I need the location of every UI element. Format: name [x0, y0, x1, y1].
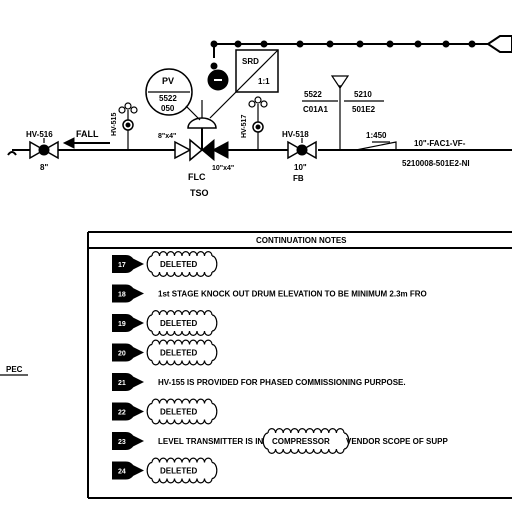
continuation-notes-table: CONTINUATION NOTES [87, 231, 512, 499]
offpage-connector[interactable] [486, 35, 512, 53]
fall-label: FALL [76, 129, 99, 139]
note-number: 17 [118, 262, 126, 269]
note-number-tag: 17 [112, 255, 144, 273]
revision-cloud [146, 457, 218, 484]
note-number-tag: 24 [112, 461, 144, 480]
hv-516-tag: HV-516 [26, 130, 53, 139]
valve-size-left: 8"x4" [158, 133, 176, 140]
line-number: 10"-FAC1-VF- 5210008-501E2-NI [402, 139, 470, 168]
note-text: 1st STAGE KNOCK OUT DRUM ELEVATION TO BE… [158, 290, 427, 299]
hv-516-valve[interactable]: HV-516 8" [26, 130, 59, 172]
note-number: 20 [118, 351, 126, 358]
note-row: 22 DELETED [112, 398, 218, 425]
line-number-1: 10"-FAC1-VF- [414, 139, 466, 148]
pv-instrument-bubble[interactable]: PV 5522 050 [145, 68, 201, 121]
hv-515-valve[interactable]: HV-515 [111, 102, 138, 150]
note-row: 21 HV-155 IS PROVIDED FOR PHASED COMMISSI… [112, 373, 406, 391]
note-number-tag: 18 [112, 284, 144, 303]
note-number: 24 [118, 469, 126, 476]
srd-box[interactable]: SRD 1:1 [209, 49, 279, 119]
revision-cloud [146, 251, 218, 277]
srd-ratio: 1:1 [258, 77, 270, 86]
slope-label: 1:450 [366, 131, 387, 140]
inst-right-top: 5210 [354, 90, 372, 99]
note-number: 23 [118, 439, 126, 446]
hv-517-valve[interactable]: HV-517 [241, 96, 268, 150]
inst-left-top: 5522 [304, 90, 322, 99]
note-number-tag: 23 [112, 432, 144, 450]
revision-cloud [146, 398, 218, 425]
flc-label: FLC [188, 172, 206, 182]
note-row: 18 1st STAGE KNOCK OUT DRUM ELEVATION TO … [112, 284, 427, 303]
note-text-after: VENDOR SCOPE OF SUPP [346, 437, 448, 446]
inst-right-bottom: 501E2 [352, 105, 376, 114]
note-row: 19 DELETED [112, 310, 218, 336]
pv-label: PV [162, 76, 174, 86]
flow-arrow: FALL [62, 129, 110, 149]
note-number: 18 [118, 292, 126, 299]
line-number-2: 5210008-501E2-NI [402, 159, 470, 168]
note-text: DELETED [160, 349, 198, 358]
control-valve[interactable]: 8"x4" 10"x4" FLC TSO [158, 100, 234, 198]
pv-number-2: 050 [161, 104, 175, 113]
note-text: LEVEL TRANSMITTER IS IN [158, 437, 263, 446]
revision-cloud [146, 339, 218, 366]
note-text: DELETED [160, 467, 198, 476]
pec-label: PEC [6, 365, 23, 374]
inst-left-bottom: C01A1 [303, 105, 328, 114]
note-number: 19 [118, 321, 126, 328]
revision-cloud [146, 310, 218, 336]
note-number-tag: 22 [112, 402, 144, 421]
note-text: DELETED [160, 408, 198, 417]
note-text: HV-155 IS PROVIDED FOR PHASED COMMISSION… [158, 378, 406, 387]
note-row: 23 LEVEL TRANSMITTER IS IN COMPRESSOR VENDO… [112, 428, 448, 454]
note-number-tag: 19 [112, 314, 144, 332]
note-number: 21 [118, 380, 126, 387]
notes-header: CONTINUATION NOTES [256, 236, 347, 245]
hv-518-size: 10" [294, 163, 307, 172]
fb-label: FB [293, 174, 304, 183]
slope-indicator: 1:450 [355, 131, 397, 151]
valve-size-right: 10"x4" [212, 165, 234, 172]
note-text: DELETED [160, 260, 198, 269]
note-text: DELETED [160, 319, 198, 328]
main-process-line [7, 149, 512, 156]
note-row: 20 DELETED [112, 339, 218, 366]
srd-label: SRD [242, 57, 259, 66]
note-row: 17 DELETED [112, 251, 218, 277]
note-text-clouded: COMPRESSOR [272, 437, 330, 446]
pec-label-group: PEC [0, 365, 28, 376]
pv-number-1: 5522 [159, 94, 177, 103]
hv-518-tag: HV-518 [282, 130, 309, 139]
revision-cloud [262, 428, 350, 454]
instrument-tie-in: 5522 C01A1 5210 501E2 [302, 75, 384, 150]
hv-516-size: 8" [40, 163, 48, 172]
positioner-marker [207, 69, 229, 91]
note-row: 24 DELETED [112, 457, 218, 484]
hv-517-tag: HV-517 [241, 115, 248, 138]
note-number: 22 [118, 410, 126, 417]
note-number-tag: 21 [112, 373, 144, 391]
hv-518-valve[interactable]: HV-518 10" FB [282, 130, 317, 183]
note-number-tag: 20 [112, 343, 144, 362]
tso-label: TSO [190, 188, 209, 198]
hv-515-tag: HV-515 [111, 113, 118, 136]
